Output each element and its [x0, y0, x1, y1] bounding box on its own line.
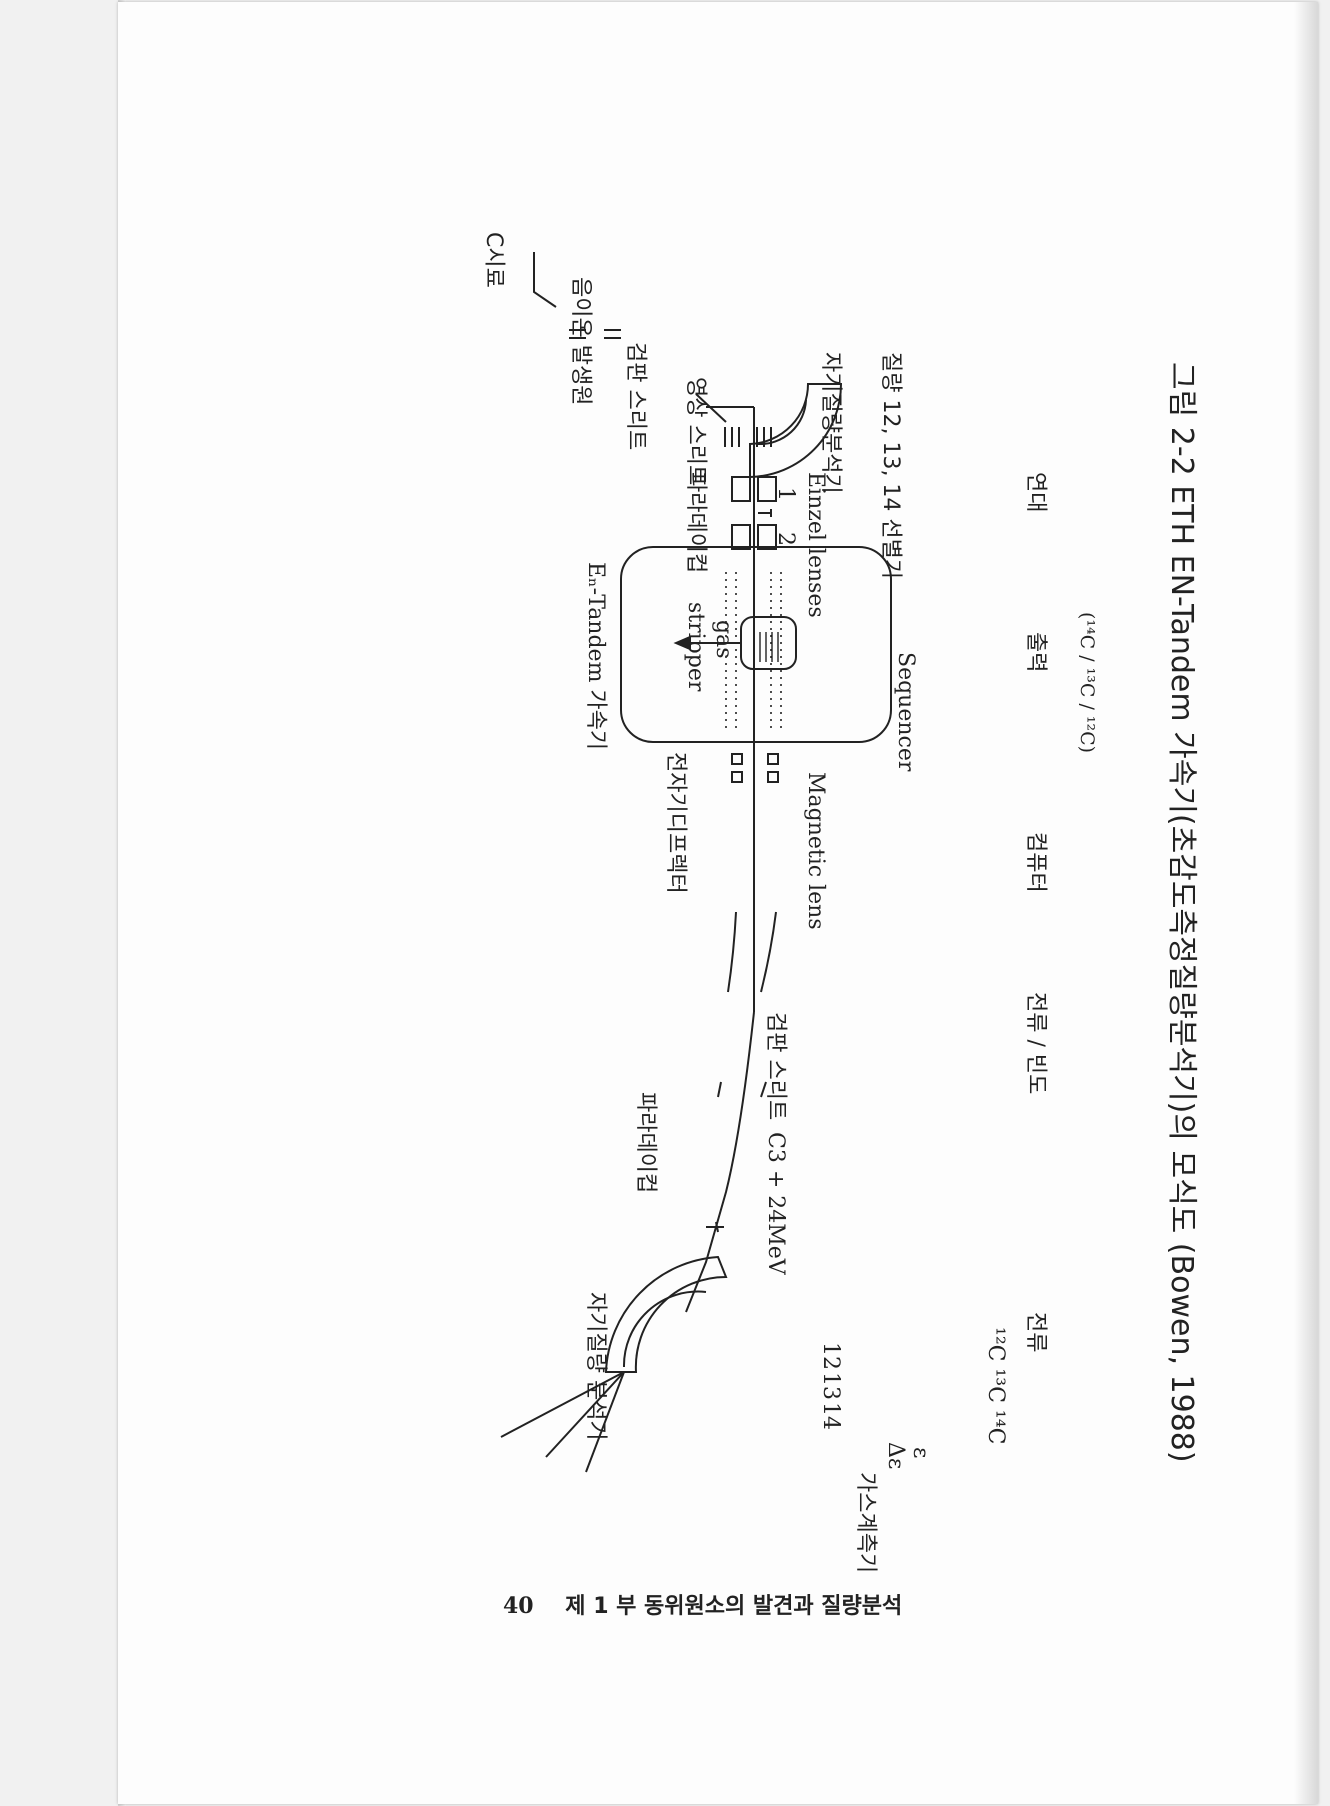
label-current: 전류	[1023, 1312, 1048, 1353]
magnet-right-inner	[622, 1290, 707, 1368]
slit-marks-left	[569, 329, 621, 339]
label-mass-14: 14	[818, 1402, 843, 1430]
book-page: C시료 음이온 발생원 검판 스리트 영상 스리트 파라데이컵 질량 12, 1…	[118, 2, 1318, 1804]
label-image-slit: 영상 스리트	[683, 377, 708, 486]
label-gas: gas	[711, 620, 736, 659]
page-edge-shadow	[1294, 2, 1318, 1804]
label-gas-counter: 가스계측기	[853, 1472, 878, 1574]
stripper-box	[740, 616, 797, 670]
running-title: 제 1 부 동위원소의 발견과 질량분석	[565, 1594, 903, 1619]
diagram-drawing	[500, 252, 892, 1473]
stripper-gas-lines	[759, 632, 779, 662]
beam-14	[500, 1371, 625, 1438]
label-ratio: (¹⁴C / ¹³C / ¹²C)	[1076, 612, 1098, 754]
faraday-cup-left-mark	[758, 509, 772, 517]
page-footer: 40 제 1 부 동위원소의 발견과 질량분석	[503, 1588, 902, 1620]
tandem-box	[620, 546, 892, 743]
einzel-lens-1a	[757, 476, 777, 502]
label-stripper: stripper	[683, 602, 708, 692]
beam-12	[585, 1371, 625, 1473]
label-magnetic-analyzer-right: 자기질량 분석기	[583, 1292, 608, 1441]
slit-right-a	[760, 1081, 767, 1098]
label-mass-selector: 질량 12, 13, 14 선별기	[878, 352, 903, 580]
label-beam-energy: C3 + 24MeV	[763, 1132, 788, 1275]
label-epsilon: ε	[908, 1447, 933, 1459]
label-inspection-slit-left: 검판 스리트	[623, 342, 648, 451]
label-delta-e: Δε	[883, 1442, 908, 1470]
einzel-lens-1b	[731, 476, 751, 502]
label-tandem-accelerator: Eₙ-Tandem 가속기	[583, 562, 608, 751]
label-isotopes: ¹²C ¹³C ¹⁴C	[983, 1327, 1008, 1445]
sample-line	[533, 252, 557, 308]
beam-13	[545, 1371, 625, 1458]
deflector-plate-a	[760, 911, 777, 993]
gas-outlet-arrowhead	[673, 635, 691, 651]
label-ion-source: 음이온 발생원	[568, 277, 593, 406]
slit-marks-image	[724, 427, 772, 447]
slit-right-b	[717, 1081, 722, 1098]
label-magnetic-lens: Magnetic lens	[803, 772, 828, 930]
label-age: 연대	[1023, 472, 1048, 513]
label-mass-13: 13	[818, 1372, 843, 1400]
label-current-frequency: 전류 / 빈도	[1023, 992, 1048, 1095]
label-electric-deflector: 전자기디프렉터	[663, 752, 688, 894]
page-number: 40	[503, 1593, 534, 1619]
faraday-cup-right-mark	[706, 1221, 724, 1233]
label-lens-1: 1	[773, 487, 798, 501]
magnetic-lens-squares	[731, 753, 779, 783]
figure-caption: 그림 2-2 ETH EN-Tandem 가속기(초감도측정질량분석기)의 모식…	[1164, 362, 1199, 1463]
selector-mark	[695, 393, 727, 423]
deflector-plate-b	[727, 911, 737, 993]
einzel-lens-2a	[757, 524, 777, 550]
tandem-electrodes	[725, 572, 782, 732]
magnet-right	[604, 1255, 728, 1373]
einzel-lens-2b	[731, 524, 751, 550]
label-einzel-lenses: Einzel lenses	[803, 472, 828, 618]
ams-diagram: C시료 음이온 발생원 검판 스리트 영상 스리트 파라데이컵 질량 12, 1…	[146, 132, 1318, 1573]
label-lens-2: 2	[773, 532, 798, 546]
label-inspection-slit-right: 검판 스리트	[763, 1012, 788, 1121]
label-output: 출력	[1023, 632, 1048, 673]
beam-line-high-energy	[685, 1011, 755, 1313]
label-c-sample: C시료	[481, 232, 506, 288]
label-faraday-cup-left: 파라데이컵	[683, 472, 708, 574]
magnet-left-inner	[757, 399, 807, 446]
label-mass-12: 12	[818, 1342, 843, 1370]
label-computer: 컴퓨터	[1023, 832, 1048, 893]
label-faraday-cup-right: 파라데이컵	[633, 1092, 658, 1194]
label-sequencer: Sequencer	[893, 652, 918, 772]
